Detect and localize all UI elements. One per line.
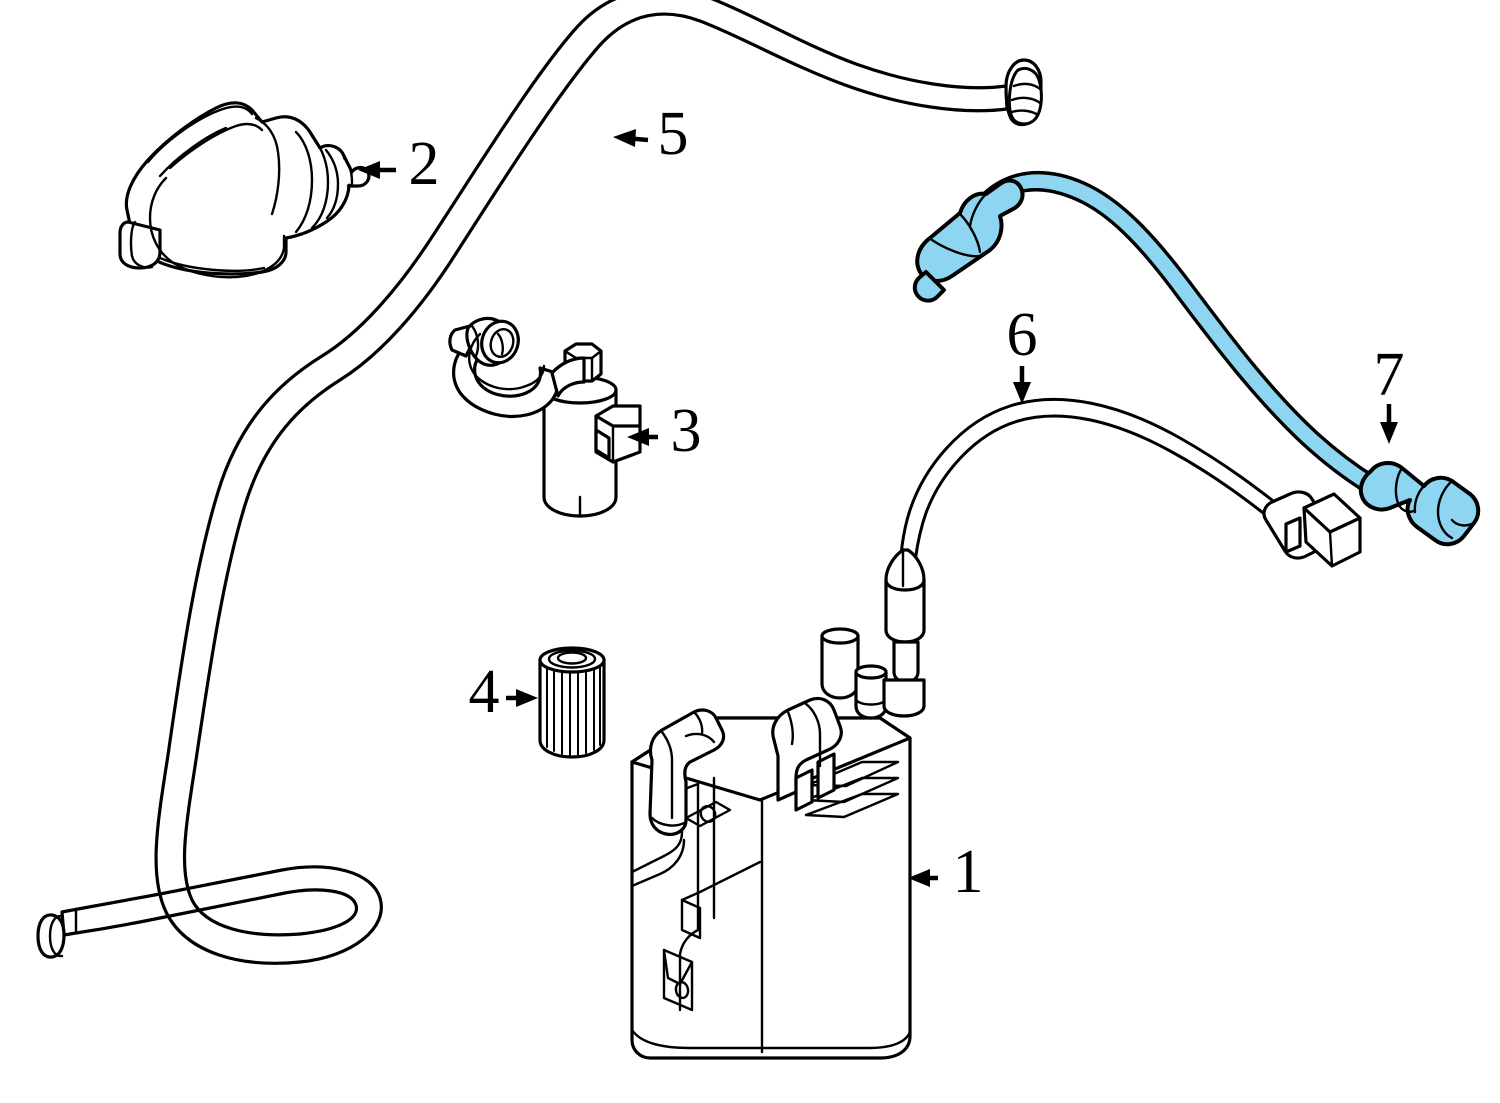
callout-4-arrowhead xyxy=(516,689,538,707)
part-3-leak-detection-pump[interactable] xyxy=(448,316,642,518)
part-2-purge-valve[interactable] xyxy=(118,101,371,279)
callout-3: 3 xyxy=(627,397,702,465)
callout-2-number: 2 xyxy=(409,130,440,198)
callout-2: 2 xyxy=(358,130,440,198)
callout-4-number: 4 xyxy=(469,658,500,726)
part-7-oxygen-sensor[interactable] xyxy=(912,171,1481,547)
callout-1-number: 1 xyxy=(953,838,984,906)
callout-5-arrowhead xyxy=(613,129,636,147)
callout-4: 4 xyxy=(469,658,538,726)
harness-connector xyxy=(1262,490,1362,568)
hose-end-fitting-right xyxy=(1004,58,1043,127)
pump-connector xyxy=(594,404,642,464)
callout-7: 7 xyxy=(1374,341,1405,444)
hose-end-cap-left xyxy=(36,907,78,959)
harness-ferrule xyxy=(884,548,926,684)
oxygen-sensor-body xyxy=(1358,461,1481,547)
part-6-sensor-harness[interactable] xyxy=(882,397,1362,718)
callout-6: 6 xyxy=(1007,301,1038,404)
callout-1: 1 xyxy=(908,838,984,906)
callout-6-number: 6 xyxy=(1007,301,1038,369)
callout-5: 5 xyxy=(613,100,689,168)
part-5-vapor-hose[interactable] xyxy=(36,0,1043,965)
callout-1-arrowhead xyxy=(908,869,930,887)
callout-2-arrowhead xyxy=(358,161,380,179)
callout-7-number: 7 xyxy=(1374,341,1405,409)
callout-3-arrowhead xyxy=(627,428,649,446)
part-4-canister-filter[interactable] xyxy=(538,646,606,759)
callout-5-number: 5 xyxy=(658,100,689,168)
callout-3-number: 3 xyxy=(671,397,702,465)
part-1-vapor-canister[interactable] xyxy=(630,627,912,1060)
callout-7-arrowhead xyxy=(1380,422,1398,444)
oxygen-sensor-plug xyxy=(912,178,1025,303)
callout-6-arrowhead xyxy=(1013,382,1031,404)
